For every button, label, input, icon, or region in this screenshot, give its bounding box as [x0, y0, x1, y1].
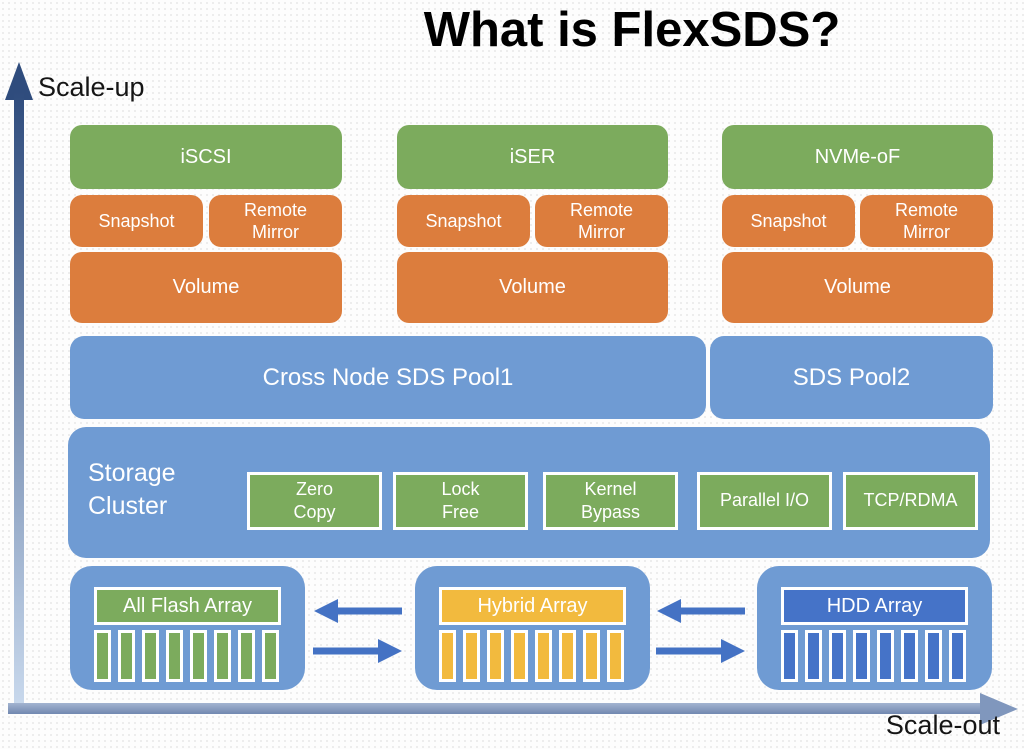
snapshot-box: Snapshot — [397, 195, 530, 247]
remote-mirror-box: Remote Mirror — [860, 195, 993, 247]
disk — [511, 630, 528, 682]
disk — [925, 630, 942, 682]
storage-cluster-box — [68, 427, 990, 558]
page-title: What is FlexSDS? — [423, 3, 841, 57]
volume-box: Volume — [722, 252, 993, 323]
disk — [118, 630, 135, 682]
disk — [262, 630, 279, 682]
disk — [829, 630, 846, 682]
scale-up-label: Scale-up — [38, 72, 145, 102]
disk — [853, 630, 870, 682]
disk — [439, 630, 456, 682]
hybrid-array-box: Hybrid Array — [415, 566, 650, 690]
remote-mirror-box: Remote Mirror — [209, 195, 342, 247]
disk — [214, 630, 231, 682]
disk — [949, 630, 966, 682]
feature-zero-copy: Zero Copy — [247, 472, 382, 530]
sds-pool1-box: Cross Node SDS Pool1 — [70, 336, 706, 419]
feature-tcp-rdma: TCP/RDMA — [843, 472, 978, 530]
disk — [559, 630, 576, 682]
feature-kernel-bypass: Kernel Bypass — [543, 472, 678, 530]
protocol-box-nvme-of: NVMe-oF — [722, 125, 993, 189]
hdd-array-box: HDD Array — [757, 566, 992, 690]
scale-out-axis-arrow-icon — [8, 693, 1018, 725]
disk — [463, 630, 480, 682]
disk — [583, 630, 600, 682]
disk — [607, 630, 624, 682]
feature-lock-free: Lock Free — [393, 472, 528, 530]
disk-row — [94, 630, 279, 682]
disk-row — [439, 630, 624, 682]
disk — [94, 630, 111, 682]
disk-row — [781, 630, 966, 682]
scale-up-axis-arrow-icon — [5, 62, 33, 708]
snapshot-box: Snapshot — [70, 195, 203, 247]
remote-mirror-box: Remote Mirror — [535, 195, 668, 247]
disk — [238, 630, 255, 682]
snapshot-box: Snapshot — [722, 195, 855, 247]
protocol-box-iser: iSER — [397, 125, 668, 189]
hdd-array-label: HDD Array — [781, 587, 968, 625]
transfer-arrows-icon — [313, 599, 402, 663]
disk — [805, 630, 822, 682]
disk — [142, 630, 159, 682]
feature-parallel-io: Parallel I/O — [697, 472, 832, 530]
storage-cluster-label: Storage Cluster — [88, 459, 176, 520]
all-flash-array-box: All Flash Array — [70, 566, 305, 690]
hybrid-array-label: Hybrid Array — [439, 587, 626, 625]
disk — [190, 630, 207, 682]
transfer-arrows-icon — [656, 599, 745, 663]
scale-out-label: Scale-out — [885, 710, 1000, 740]
volume-box: Volume — [70, 252, 342, 323]
disk — [901, 630, 918, 682]
sds-pool2-box: SDS Pool2 — [710, 336, 993, 419]
disk — [535, 630, 552, 682]
all-flash-array-label: All Flash Array — [94, 587, 281, 625]
disk — [781, 630, 798, 682]
disk — [166, 630, 183, 682]
disk — [877, 630, 894, 682]
volume-box: Volume — [397, 252, 668, 323]
disk — [487, 630, 504, 682]
protocol-box-iscsi: iSCSI — [70, 125, 342, 189]
